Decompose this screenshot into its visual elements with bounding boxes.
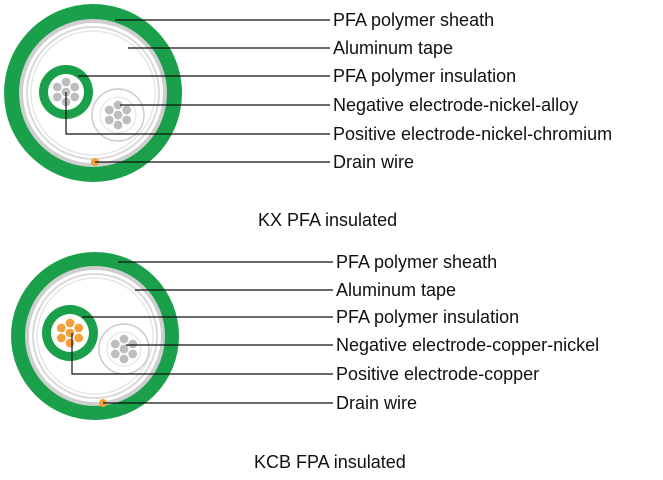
positive-conductor-strands [55,317,85,349]
label-tape: Aluminum tape [333,38,453,58]
strand [112,119,124,131]
strand [51,91,63,103]
strand [103,114,115,126]
label-insulation: PFA polymer insulation [333,66,516,86]
leader-positive [65,92,330,135]
leader-positive [71,333,333,375]
strand [73,322,85,334]
caption-kx: KX PFA insulated [258,210,397,230]
strand [118,353,130,365]
strand [127,338,139,350]
strand [103,104,115,116]
strand [55,332,67,344]
label-positive: Positive electrode-copper [336,364,539,384]
label-drain: Drain wire [333,152,414,172]
inner-filler-ring [32,273,158,399]
label-drain: Drain wire [336,393,417,413]
label-negative: Negative electrode-copper-nickel [336,335,599,355]
strand [121,114,133,126]
caption-kcb: KCB FPA insulated [254,452,406,472]
inner-filler-ring-2 [30,30,156,156]
strand [73,332,85,344]
label-tape: Aluminum tape [336,280,456,300]
label-insulation: PFA polymer insulation [336,307,519,327]
strand [55,322,67,334]
label-negative: Negative electrode-nickel-alloy [333,95,578,115]
label-sheath: PFA polymer sheath [336,252,497,272]
strand [118,333,130,345]
strand [121,104,133,116]
strand [60,76,72,88]
inner-filler-ring-2 [36,277,154,395]
leader-lines [71,261,333,404]
strand [64,317,76,329]
negative-conductor-strands [103,99,133,131]
strand [109,348,121,360]
kcb-cable-diagram: PFA polymer sheath Aluminum tape PFA pol… [11,252,599,472]
strand [69,81,81,93]
strand [127,348,139,360]
label-positive: Positive electrode-nickel-chromium [333,124,612,144]
negative-conductor-strands [109,333,139,365]
kx-cable-diagram: PFA polymer sheath Aluminum tape PFA pol… [4,4,612,230]
leader-lines [65,19,330,163]
strand [109,338,121,350]
strand [51,81,63,93]
label-sheath: PFA polymer sheath [333,10,494,30]
strand [69,91,81,103]
